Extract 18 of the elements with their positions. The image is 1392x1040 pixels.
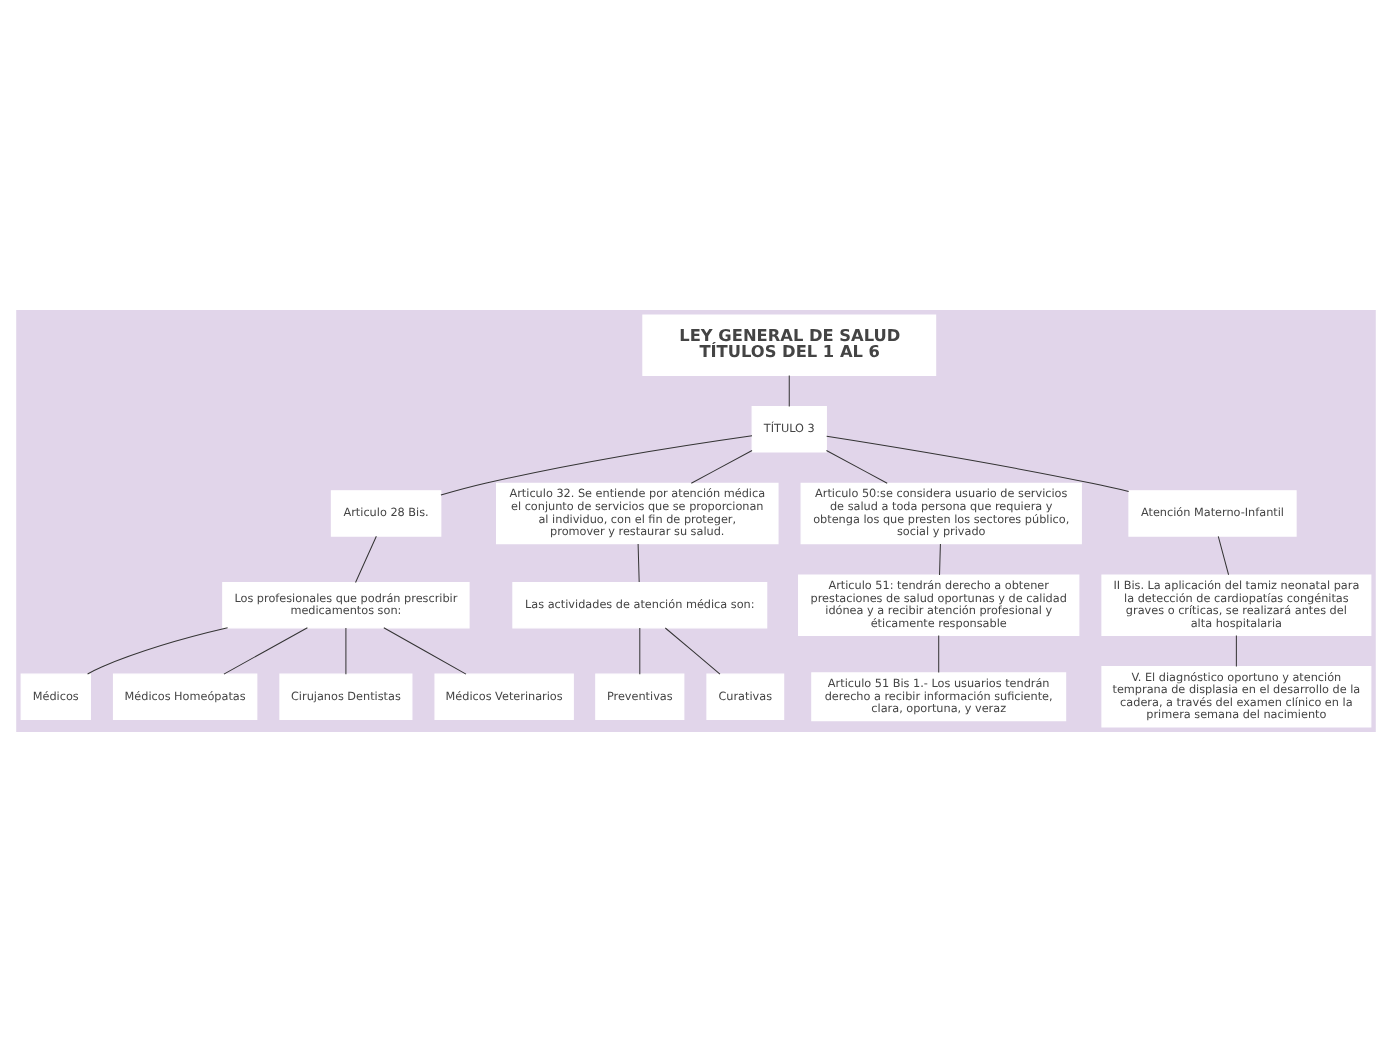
connector (690, 449, 753, 483)
node-box: LEY GENERAL DE SALUD TÍTULOS DEL 1 AL 6 (642, 313, 937, 375)
connector (939, 542, 941, 575)
connector (825, 449, 888, 483)
connector (826, 434, 1130, 491)
connector (637, 542, 640, 582)
connector (87, 626, 229, 674)
connector (223, 626, 308, 674)
connector (1235, 634, 1237, 667)
connector (440, 434, 753, 495)
connector (355, 534, 377, 582)
connector (664, 626, 721, 674)
connector (383, 626, 467, 674)
connector (639, 626, 641, 674)
connector (345, 626, 347, 674)
connector (938, 634, 940, 673)
connector (788, 373, 790, 407)
connector (1217, 534, 1230, 575)
